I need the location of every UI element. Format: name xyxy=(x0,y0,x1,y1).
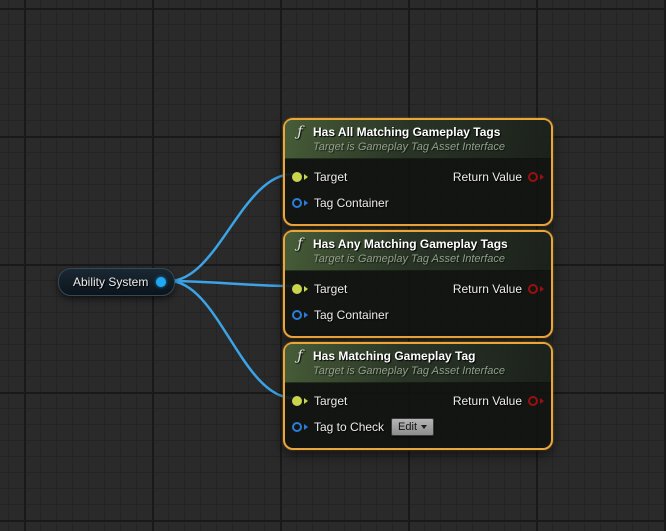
input-pin-target[interactable]: Target xyxy=(292,170,347,184)
function-icon: ƒ xyxy=(297,124,303,140)
variable-node-label: Ability System xyxy=(73,275,149,289)
node-body: Target Return Value Tag Container xyxy=(285,271,551,336)
node-header[interactable]: ƒ Has Any Matching Gameplay Tags Target … xyxy=(285,232,551,271)
function-icon: ƒ xyxy=(297,348,303,364)
caret-down-icon xyxy=(421,425,428,429)
connection-wire xyxy=(168,279,294,288)
pin-circle-icon[interactable] xyxy=(292,284,302,294)
pin-chevron-icon xyxy=(304,398,308,404)
node-header[interactable]: ƒ Has Matching Gameplay Tag Target is Ga… xyxy=(285,344,551,383)
pin-circle-icon[interactable] xyxy=(292,172,302,182)
pin-label: Tag Container xyxy=(314,196,389,210)
pin-chevron-icon xyxy=(304,200,308,206)
node-has-matching-gameplay-tag[interactable]: ƒ Has Matching Gameplay Tag Target is Ga… xyxy=(283,342,553,450)
connection-wire xyxy=(168,172,294,283)
pin-label: Tag Container xyxy=(314,308,389,322)
connection-wire xyxy=(168,279,294,400)
node-subtitle: Target is Gameplay Tag Asset Interface xyxy=(313,141,505,153)
pin-circle-icon[interactable] xyxy=(528,172,538,182)
edit-button-label: Edit xyxy=(398,421,418,433)
variable-node-ability-system[interactable]: Ability System xyxy=(58,268,176,296)
pin-circle-icon[interactable] xyxy=(292,422,302,432)
pin-chevron-icon xyxy=(540,174,544,180)
function-icon: ƒ xyxy=(297,236,303,252)
pin-label: Tag to Check xyxy=(314,420,385,434)
pin-chevron-icon xyxy=(304,312,308,318)
pin-circle-icon[interactable] xyxy=(292,198,302,208)
input-pin-tag-container[interactable]: Tag Container xyxy=(292,308,389,322)
output-pin-return-value[interactable]: Return Value xyxy=(453,394,544,408)
pin-chevron-icon xyxy=(304,174,308,180)
output-pin-return-value[interactable]: Return Value xyxy=(453,170,544,184)
input-pin-tag-container[interactable]: Tag Container xyxy=(292,196,389,210)
pin-chevron-icon xyxy=(304,286,308,292)
pin-chevron-icon xyxy=(540,286,544,292)
node-subtitle: Target is Gameplay Tag Asset Interface xyxy=(313,253,505,265)
pin-chevron-icon xyxy=(304,424,308,430)
object-output-pin[interactable] xyxy=(156,277,167,287)
node-body: Target Return Value Tag Container xyxy=(285,159,551,224)
node-has-any-matching-gameplay-tags[interactable]: ƒ Has Any Matching Gameplay Tags Target … xyxy=(283,230,553,338)
pin-circle-icon[interactable] xyxy=(528,396,538,406)
input-pin-target[interactable]: Target xyxy=(292,394,347,408)
pin-label: Return Value xyxy=(452,282,522,296)
node-title: Has Matching Gameplay Tag xyxy=(313,349,476,363)
node-title: Has Any Matching Gameplay Tags xyxy=(313,237,508,251)
output-pin-return-value[interactable]: Return Value xyxy=(453,282,544,296)
pin-label: Return Value xyxy=(452,170,522,184)
node-subtitle: Target is Gameplay Tag Asset Interface xyxy=(313,365,505,377)
node-has-all-matching-gameplay-tags[interactable]: ƒ Has All Matching Gameplay Tags Target … xyxy=(283,118,553,226)
pin-label: Target xyxy=(314,282,348,296)
input-pin-target[interactable]: Target xyxy=(292,282,347,296)
input-pin-tag-to-check[interactable]: Tag to Check xyxy=(292,420,384,434)
pin-circle-icon[interactable] xyxy=(292,310,302,320)
node-title: Has All Matching Gameplay Tags xyxy=(313,125,501,139)
pin-label: Target xyxy=(314,394,348,408)
pin-label: Target xyxy=(314,170,348,184)
node-header[interactable]: ƒ Has All Matching Gameplay Tags Target … xyxy=(285,120,551,159)
pin-circle-icon[interactable] xyxy=(528,284,538,294)
pin-label: Return Value xyxy=(452,394,522,408)
tag-edit-dropdown-button[interactable]: Edit xyxy=(391,418,435,436)
pin-circle-icon[interactable] xyxy=(292,396,302,406)
pin-chevron-icon xyxy=(540,398,544,404)
node-body: Target Return Value Tag to Check Edit xyxy=(285,383,551,448)
